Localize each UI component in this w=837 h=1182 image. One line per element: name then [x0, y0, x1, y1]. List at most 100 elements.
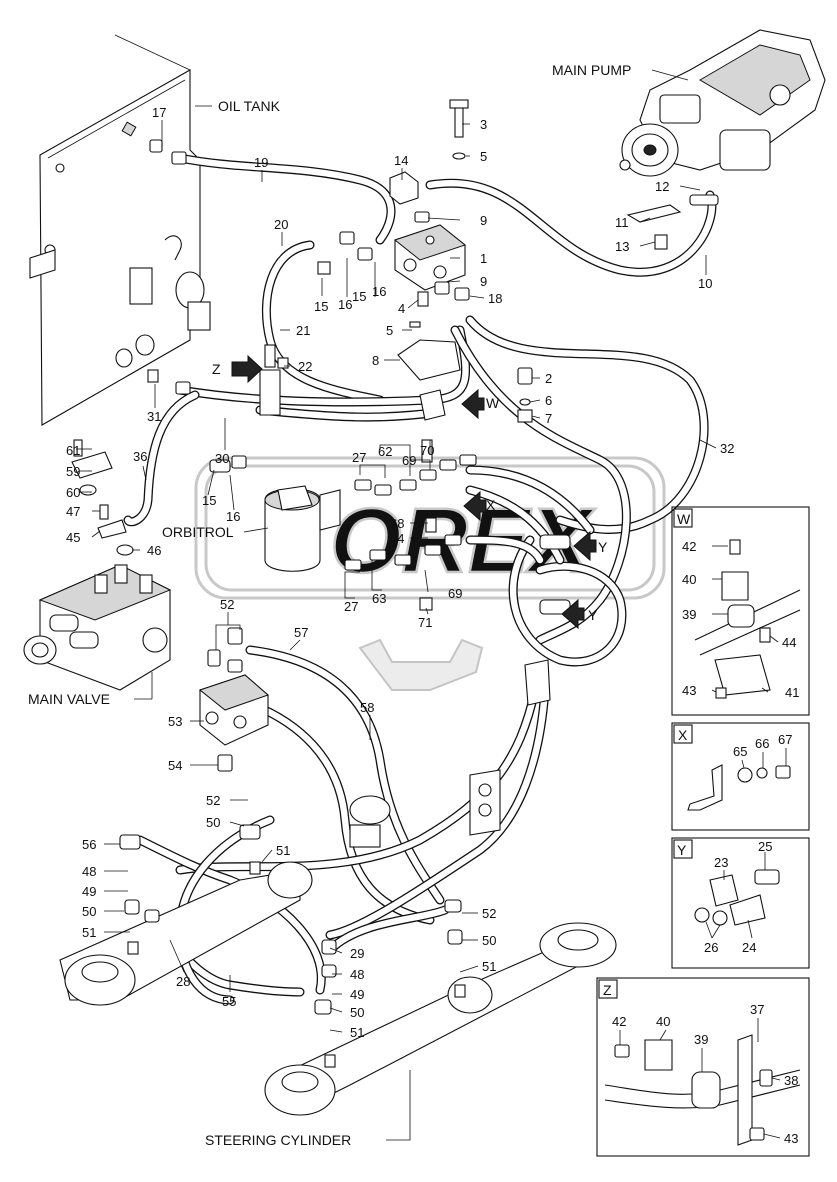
callout-30: 30	[215, 451, 229, 466]
callout-10: 10	[698, 276, 712, 291]
label-oil-tank: OIL TANK	[218, 98, 281, 114]
callout-55: 55	[222, 994, 236, 1009]
y-callout-26: 26	[704, 940, 718, 955]
callout-49b: 49	[350, 987, 364, 1002]
callout-17: 17	[152, 105, 166, 120]
callout-29: 29	[350, 946, 364, 961]
callout-leaders	[76, 120, 717, 1033]
y-callout-25: 25	[758, 839, 772, 854]
callout-15b: 15	[352, 289, 366, 304]
label-main-valve: MAIN VALVE	[28, 691, 110, 707]
callout-52b: 52	[206, 793, 220, 808]
w-callout-41: 41	[785, 685, 799, 700]
detail-y-title: Y	[677, 842, 687, 858]
callout-52c: 52	[482, 906, 496, 921]
detail-view-y	[671, 837, 810, 969]
callout-64: 64	[390, 531, 404, 546]
callout-9b: 9	[480, 274, 487, 289]
callout-27b: 27	[344, 599, 358, 614]
z-callout-43: 43	[784, 1131, 798, 1146]
callout-13: 13	[615, 239, 629, 254]
callout-7: 7	[545, 411, 552, 426]
callout-50d: 50	[350, 1005, 364, 1020]
detail-w-title: W	[677, 511, 691, 527]
callout-48b: 48	[350, 967, 364, 982]
callout-48a: 48	[82, 864, 96, 879]
callout-56: 56	[82, 837, 96, 852]
w-callout-39: 39	[682, 607, 696, 622]
callout-12: 12	[655, 179, 669, 194]
callout-20: 20	[274, 217, 288, 232]
callout-15c: 15	[202, 493, 216, 508]
main-valve	[23, 439, 172, 691]
detail-view-z	[596, 977, 810, 1157]
z-callout-37: 37	[750, 1002, 764, 1017]
callout-69b: 69	[448, 586, 462, 601]
arrow-x-label: X	[486, 497, 496, 513]
label-main-pump: MAIN PUMP	[552, 62, 631, 78]
callout-5a: 5	[480, 149, 487, 164]
callout-1: 1	[480, 251, 487, 266]
callout-51d: 51	[482, 959, 496, 974]
w-callout-40: 40	[682, 572, 696, 587]
arrow-y-label-1: Y	[598, 539, 608, 555]
x-callout-67: 67	[778, 732, 792, 747]
callout-50c: 50	[482, 933, 496, 948]
callout-27a: 27	[352, 450, 366, 465]
w-callout-43: 43	[682, 683, 696, 698]
callout-2: 2	[545, 371, 552, 386]
w-callout-42: 42	[682, 539, 696, 554]
z-callout-39: 39	[694, 1032, 708, 1047]
callout-22: 22	[298, 359, 312, 374]
callout-50a: 50	[206, 815, 220, 830]
callout-50b: 50	[82, 904, 96, 919]
x-callout-65: 65	[733, 744, 747, 759]
callout-16b: 16	[372, 284, 386, 299]
label-orbitrol: ORBITROL	[162, 524, 234, 540]
callout-51a: 51	[276, 843, 290, 858]
orbitrol	[264, 485, 341, 572]
callout-5b: 5	[386, 323, 393, 338]
callout-54: 54	[168, 758, 182, 773]
w-callout-44: 44	[782, 635, 796, 650]
arrow-y-label-2: Y	[588, 607, 598, 623]
priority-valve-block	[389, 99, 533, 423]
callout-16a: 16	[338, 297, 352, 312]
callout-31: 31	[147, 409, 161, 424]
callout-36: 36	[133, 449, 147, 464]
y-callout-24: 24	[742, 940, 756, 955]
callout-32: 32	[720, 441, 734, 456]
callout-53: 53	[168, 714, 182, 729]
callout-11: 11	[615, 215, 629, 230]
callout-46: 46	[147, 543, 161, 558]
callout-71: 71	[418, 615, 432, 630]
callout-16c: 16	[226, 509, 240, 524]
hose-brackets	[419, 389, 571, 836]
callout-57: 57	[294, 625, 308, 640]
z-callout-40: 40	[656, 1014, 670, 1029]
arrow-z-label: Z	[212, 361, 221, 377]
callout-61: 61	[66, 443, 80, 458]
lower-valve-block	[198, 627, 269, 772]
callout-63: 63	[372, 591, 386, 606]
detail-x-title: X	[678, 727, 688, 743]
label-steering-cylinder: STEERING CYLINDER	[205, 1132, 351, 1148]
callout-15a: 15	[314, 299, 328, 314]
callout-51c: 51	[350, 1025, 364, 1040]
callout-9a: 9	[480, 213, 487, 228]
steering-cylinders	[59, 795, 617, 1116]
callout-59: 59	[66, 464, 80, 479]
callout-28: 28	[176, 974, 190, 989]
callout-68: 68	[390, 516, 404, 531]
callout-70: 70	[420, 443, 434, 458]
callout-21: 21	[296, 323, 310, 338]
oil-tank	[29, 34, 211, 426]
callout-6: 6	[545, 393, 552, 408]
callout-4: 4	[398, 301, 405, 316]
callout-62: 62	[378, 444, 392, 459]
x-callout-66: 66	[755, 736, 769, 751]
z-callout-38: 38	[784, 1073, 798, 1088]
fittings-cluster	[147, 139, 719, 611]
